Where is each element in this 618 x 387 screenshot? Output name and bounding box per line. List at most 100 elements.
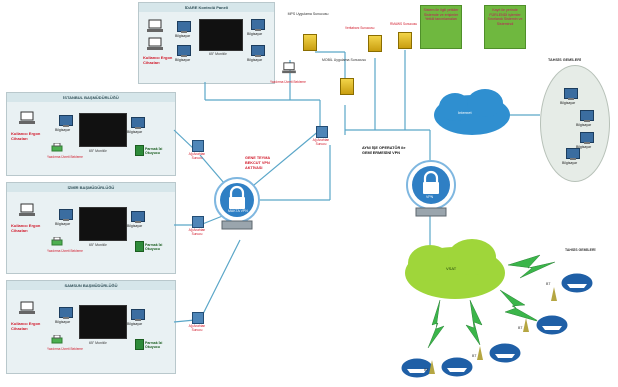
pc-icon (251, 45, 265, 57)
switch-label: Ağ Anahtarı Sunucu (188, 152, 206, 160)
antenna-icon (523, 318, 529, 332)
vpn-left-caption: GENE TEYMA BEKCUT VPN AKTİVASI (245, 156, 270, 170)
mobil-server-label: MOBİL Uygulama Sunucusu (321, 58, 367, 62)
ship-ellipse (540, 65, 610, 182)
ship-icon (560, 272, 594, 294)
printer-label: Yazdırma Ücreti Bekleme (47, 249, 83, 253)
pc-label-right: Bilgisayar (127, 130, 143, 134)
vpn-main-label: VPN (426, 195, 434, 199)
laptop-icon (19, 203, 35, 216)
info-box-2: Kayıt ile yerinde FÜRLENDİ işlemler Sını… (484, 5, 526, 49)
fingerprint-icon (135, 145, 144, 156)
pc-icon (177, 21, 191, 33)
top-panel-title: İDARE Kontrolü Paneli (139, 3, 274, 12)
fingerprint-label: Parmak İzi Okuyucu (145, 147, 163, 155)
vpn-left-icon (214, 177, 260, 230)
top-pc-label: Bilgisayar (175, 34, 191, 38)
ship-label: BT (472, 354, 477, 358)
laptop-label: Kullanıcı Ergon Cihazları (11, 223, 41, 233)
switch-icon (192, 312, 204, 324)
pc-icon (580, 132, 594, 144)
fingerprint-icon (135, 339, 144, 350)
laptop-icon (19, 301, 35, 314)
mps-server-icon (303, 34, 317, 51)
ship-icon (400, 357, 434, 379)
internet-label: Internet (458, 110, 472, 115)
rmaws-server-icon (398, 32, 412, 49)
antenna-icon (551, 287, 557, 301)
veritabani-server-icon (368, 35, 382, 52)
panel-title: İZMİR BAŞMÜDÜRLÜĞÜ (7, 183, 175, 192)
vpn-center-caption: AYNI İŞE OPERATÖR ile GEMİ ERMESİNİ VPN (362, 146, 406, 155)
switch-label: Ağ Anahtarı Sunucu (312, 138, 330, 146)
panel-title: İSTANBUL BAŞMÜDÜRLÜĞÜ (7, 93, 175, 102)
laptop-icon (282, 62, 296, 74)
printer-icon (51, 335, 63, 344)
laptop-icon (147, 19, 163, 32)
switch-label: Ağ Anahtarı Sunucu (188, 324, 206, 332)
pc-label-right: Bilgisayar (127, 224, 143, 228)
ship-icon (488, 342, 522, 364)
switch-icon (192, 140, 204, 152)
top-tv-label: 65" Monitör (209, 52, 227, 56)
top-pc-label-3: Bilgisayar (247, 32, 263, 36)
pc-icon (131, 211, 145, 223)
panel-istanbul: İSTANBUL BAŞMÜDÜRLÜĞÜ Kullanıcı Ergon Ci… (6, 92, 176, 176)
ship-label: BT (424, 368, 429, 372)
printer-icon (51, 237, 63, 246)
top-laptop-label: Kullanıcı Ergon Cihazları (143, 55, 173, 65)
tv-label: 65" Monitör (89, 243, 107, 247)
pc-icon (131, 309, 145, 321)
monitor-tv (79, 207, 127, 241)
pc-icon (59, 209, 73, 221)
laptop-label: Kullanıcı Ergon Cihazları (11, 321, 41, 331)
tv-label: 65" Monitör (89, 149, 107, 153)
fingerprint-label: Parmak İzi Okuyucu (145, 341, 163, 349)
pc-icon (59, 307, 73, 319)
monitor-tv (79, 305, 127, 339)
ship-icon (440, 356, 474, 378)
ellipse-pc-label: Bilgisayar (576, 145, 592, 149)
ship-label: BT (546, 282, 551, 286)
monitor-tv (79, 113, 127, 147)
pc-icon (566, 148, 580, 160)
pc-icon (564, 88, 578, 100)
ellipse-pc-label: Bilgisayar (562, 161, 578, 165)
mps-server-label: MPS Uygulama Sunucusu (287, 12, 329, 16)
antenna-icon (477, 346, 483, 360)
panel-title: SAMSUN BAŞMÜDÜRLÜĞÜ (7, 281, 175, 290)
switch-icon (316, 126, 328, 138)
top-pc-label-4: Bilgisayar (247, 58, 263, 62)
ellipse-pc-label: Bilgisayar (576, 123, 592, 127)
vsat-label: VSAT (446, 266, 457, 271)
pc-label: Bilgisayar (55, 320, 71, 324)
ellipse-title: TAHSİS GEMİLERİ (548, 58, 582, 62)
fingerprint-label: Parmak İzi Okuyucu (145, 243, 163, 251)
printer-label: Yazdırma Ücreti Bekleme (47, 347, 83, 351)
pc-label: Bilgisayar (55, 128, 71, 132)
pc-icon (177, 45, 191, 57)
top-printer-label: Yazdırma Ücreti Bekleme (270, 80, 306, 84)
internet-cloud (434, 89, 510, 135)
vpn-center-icon (406, 160, 456, 217)
ship-label: BT (518, 326, 523, 330)
top-pc-label-2: Bilgisayar (175, 58, 191, 62)
ship-icon (535, 314, 569, 336)
antenna-icon (429, 360, 435, 374)
top-panel: İDARE Kontrolü Paneli Kullanıcı Ergon Ci… (138, 2, 275, 84)
panel-izmir: İZMİR BAŞMÜDÜRLÜĞÜ Kullanıcı Ergon Cihaz… (6, 182, 176, 274)
pc-icon (580, 110, 594, 122)
printer-icon (51, 143, 63, 152)
ships-title: TAHSİS GEMİLERİ (565, 248, 596, 252)
mobil-server-icon (340, 78, 354, 95)
pc-icon (59, 115, 73, 127)
monitor-tv (199, 19, 243, 51)
printer-label: Yazdırma Ücreti Bekleme (47, 155, 83, 159)
panel-samsun: SAMSUN BAŞMÜDÜRLÜĞÜ Kullanıcı Ergon Ciha… (6, 280, 176, 374)
laptop-icon (19, 111, 35, 124)
tv-label: 65" Monitör (89, 341, 107, 345)
pc-label: Bilgisayar (55, 222, 71, 226)
fingerprint-icon (135, 241, 144, 252)
pc-label-right: Bilgisayar (127, 322, 143, 326)
